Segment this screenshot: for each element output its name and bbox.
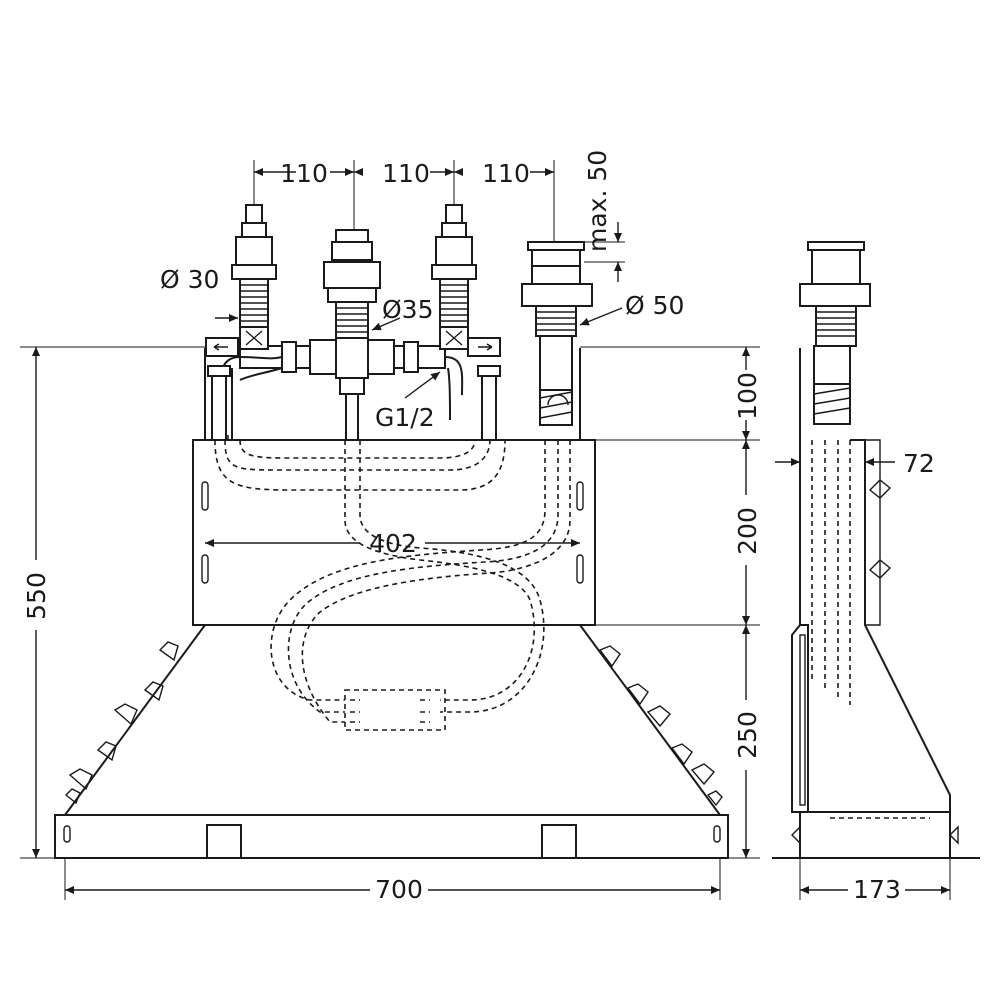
valve-head [435, 236, 473, 266]
nut [309, 339, 337, 375]
hidden-coupling [344, 689, 446, 731]
center-valve [323, 229, 381, 339]
pipe [481, 375, 497, 441]
dim-spacing-2: 110 [382, 159, 430, 188]
center-nut [339, 377, 365, 395]
spindle-top [445, 204, 463, 224]
manifold [219, 335, 464, 441]
dim-upper-height: 100 [733, 372, 762, 420]
dimension-lines [20, 160, 951, 900]
dim-side-depth: 173 [853, 875, 901, 904]
foot-left [206, 824, 242, 859]
side-view [772, 241, 980, 859]
dim-inner-width: 402 [369, 529, 417, 558]
left-valve [205, 204, 277, 441]
pipe [211, 375, 227, 441]
cap [335, 229, 369, 243]
right-valve [431, 204, 501, 441]
foot-right [541, 824, 577, 859]
cap-ring [331, 241, 373, 261]
dim-spacing-3: 110 [482, 159, 530, 188]
slot [576, 481, 584, 511]
valve-nut [231, 264, 277, 280]
side-inner [800, 624, 809, 812]
clamp-tabs-right [598, 645, 723, 807]
center-head [323, 261, 381, 289]
slot [63, 825, 71, 843]
valve-nut [431, 264, 477, 280]
dim-total-height: 550 [22, 572, 51, 620]
spout-body [539, 335, 573, 391]
side-spout-flange [799, 283, 871, 307]
slot [201, 481, 209, 511]
base-plate [54, 814, 729, 859]
dim-side-gap: 72 [903, 449, 935, 478]
nut [367, 339, 395, 375]
spindle-collar [441, 222, 467, 238]
front-view [54, 204, 729, 859]
dim-middle-height: 200 [733, 507, 762, 555]
spout-unit [521, 241, 593, 426]
spout-thread [535, 305, 577, 337]
center-body [335, 335, 369, 379]
clamp-tabs-left [64, 641, 179, 805]
base-trapezoid [63, 624, 722, 816]
spindle-top [245, 204, 263, 224]
nut [477, 365, 501, 377]
spout-top [531, 249, 581, 267]
side-base [799, 812, 951, 859]
side-spout-top [811, 249, 861, 285]
slot [201, 554, 209, 584]
spout-flange [521, 283, 593, 307]
dim-spacing-1: 110 [280, 159, 328, 188]
nut [281, 341, 297, 373]
nut [207, 365, 231, 377]
spindle-collar [241, 222, 267, 238]
dim-thread: G1/2 [375, 403, 435, 432]
nut [403, 341, 419, 373]
side-spout-body [813, 345, 851, 385]
center-pipe [345, 393, 359, 441]
valve-head [235, 236, 273, 266]
slot [713, 825, 721, 843]
dim-dia-30: Ø 30 [160, 265, 219, 294]
dim-dia-50: Ø 50 [625, 291, 684, 320]
side-slot [799, 634, 806, 806]
dim-total-width: 700 [375, 875, 423, 904]
hidden-hoses [214, 435, 571, 731]
center-nut-top [327, 287, 377, 303]
spout-cap [527, 241, 585, 251]
side-spout-cap [807, 241, 865, 251]
dimension-labels: 110 110 110 max. 50 Ø 30 Ø35 Ø 50 G1/2 4… [22, 150, 935, 904]
side-spout-hose [813, 383, 851, 425]
slot [576, 554, 584, 584]
dim-lower-height: 250 [733, 711, 762, 759]
dim-max-label: max. 50 [583, 150, 612, 252]
dim-dia-35: Ø35 [382, 295, 434, 324]
